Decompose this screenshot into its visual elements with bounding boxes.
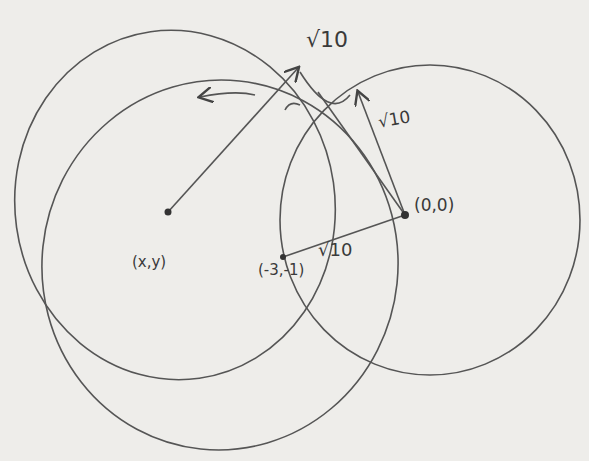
point-label: (x,y) [132,254,166,271]
point-label: (-3,-1) [258,262,304,279]
radius-label: √10 [318,240,352,260]
radius-label: √10 [306,28,348,52]
point-label: (0,0) [414,196,454,215]
radius-label: √10 [377,107,412,131]
